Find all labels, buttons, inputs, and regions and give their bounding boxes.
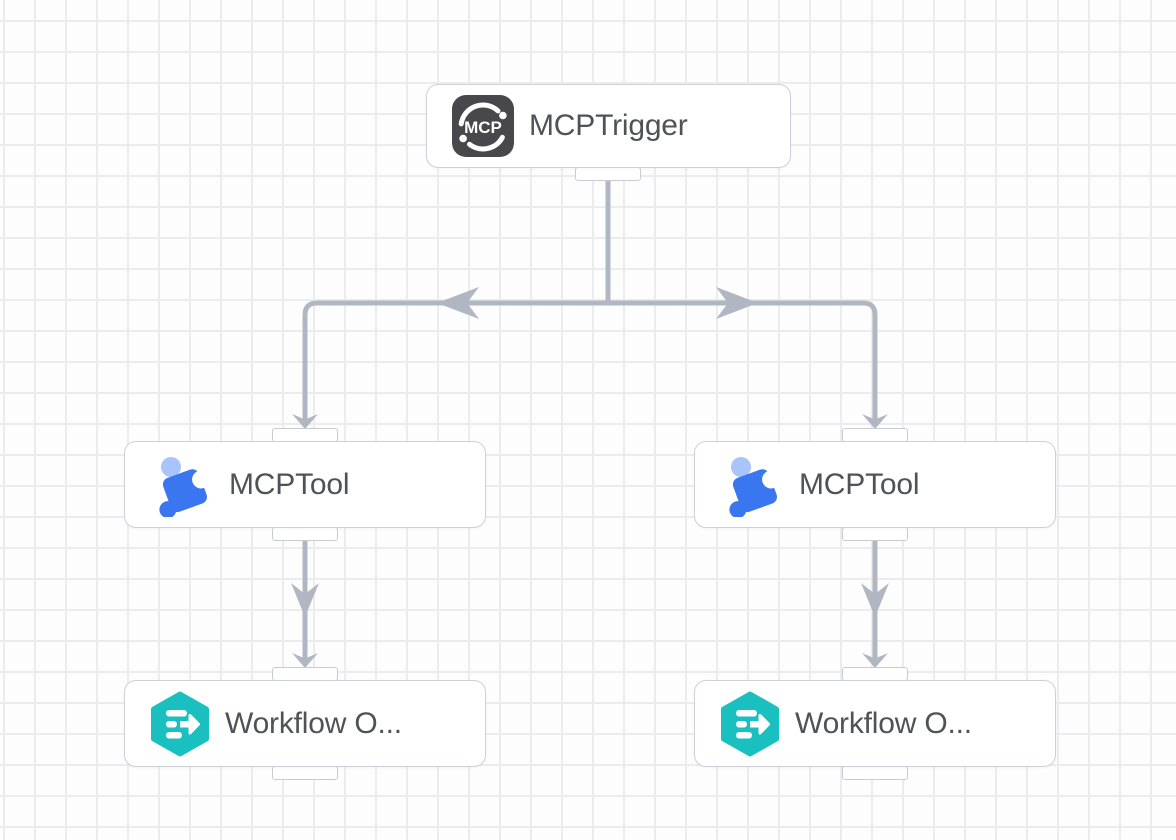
node-label: MCPTrigger bbox=[529, 109, 688, 142]
handle-trigger-output[interactable] bbox=[575, 167, 641, 181]
puzzle-icon bbox=[720, 453, 784, 517]
workflow-output-icon bbox=[150, 691, 210, 757]
handle-workflow-left-output[interactable] bbox=[272, 766, 338, 780]
handle-tool-right-output[interactable] bbox=[842, 527, 908, 541]
mcp-icon: MCP bbox=[452, 95, 514, 157]
edge-trigger-to-tool-right[interactable] bbox=[608, 287, 888, 429]
node-mcp-tool-left[interactable]: MCPTool bbox=[124, 441, 486, 528]
puzzle-icon bbox=[150, 453, 214, 517]
node-workflow-output-right[interactable]: Workflow O... bbox=[694, 680, 1056, 767]
handle-tool-right-input[interactable] bbox=[842, 428, 908, 442]
node-label: MCPTool bbox=[229, 467, 350, 501]
node-workflow-output-left[interactable]: Workflow O... bbox=[124, 680, 486, 767]
node-mcp-trigger[interactable]: MCP MCPTrigger bbox=[426, 84, 791, 168]
workflow-output-icon bbox=[720, 691, 780, 757]
handle-tool-left-input[interactable] bbox=[272, 428, 338, 442]
handle-workflow-right-output[interactable] bbox=[842, 766, 908, 780]
handle-workflow-right-input[interactable] bbox=[842, 667, 908, 681]
node-label: Workflow O... bbox=[795, 706, 972, 740]
edge-tool-left-to-workflow-left[interactable] bbox=[291, 540, 319, 668]
node-label: MCPTool bbox=[799, 467, 920, 501]
edge-tool-right-to-workflow-right[interactable] bbox=[861, 540, 889, 668]
handle-tool-left-output[interactable] bbox=[272, 527, 338, 541]
svg-text:MCP: MCP bbox=[464, 118, 502, 137]
node-mcp-tool-right[interactable]: MCPTool bbox=[694, 441, 1056, 528]
edge-trigger-to-tool-left[interactable] bbox=[292, 287, 608, 429]
node-label: Workflow O... bbox=[225, 706, 402, 740]
handle-workflow-left-input[interactable] bbox=[272, 667, 338, 681]
